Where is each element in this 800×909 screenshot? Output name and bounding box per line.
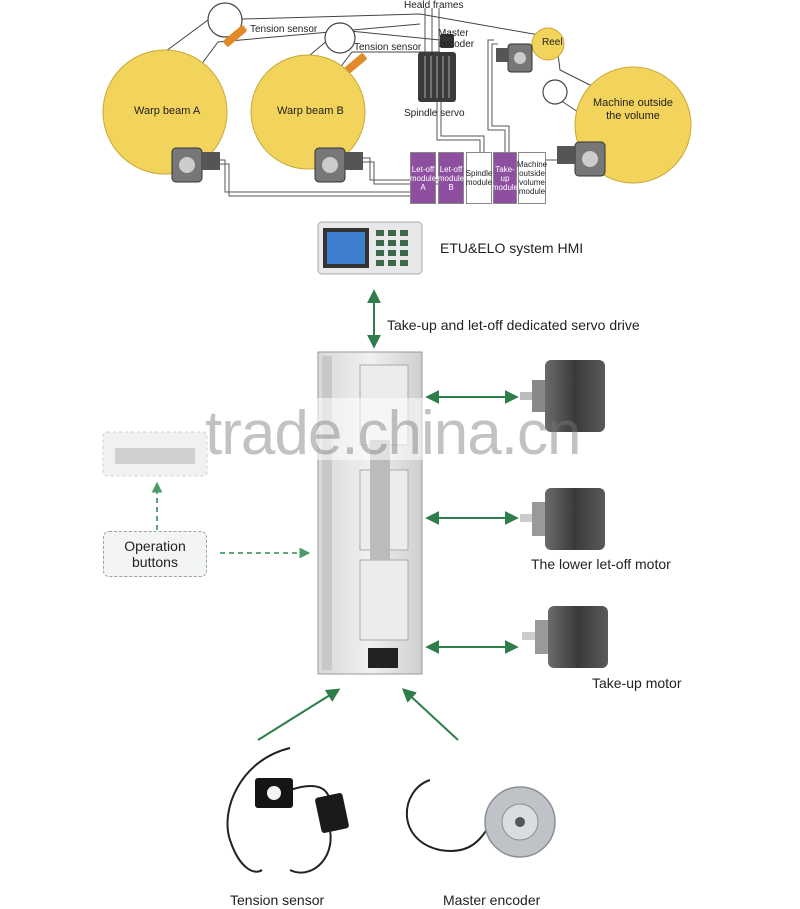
master-encoder-label-line1: Master <box>438 28 469 39</box>
warp-beam-b <box>250 54 366 170</box>
master-encoder-label-line2: encoder <box>438 39 475 50</box>
guide-roller-1 <box>207 2 243 38</box>
warp-beam-b-label: Warp beam B <box>277 105 344 117</box>
lower-let-off-motor-label: The lower let-off motor <box>531 556 671 572</box>
tension-sensor-drive-arrow <box>257 688 341 741</box>
operation-buttons-line1: Operation <box>124 538 186 554</box>
operation-buttons-line2: buttons <box>132 554 178 570</box>
take-up-motor-label: Take-up motor <box>592 675 682 691</box>
master-encoder-device-icon <box>405 779 556 858</box>
servo-motor-icon-reel <box>496 43 533 73</box>
servo-motor-icon-b <box>314 147 363 183</box>
hmi-label: ETU&ELO system HMI <box>440 240 584 256</box>
tension-sensor-mark-1 <box>223 25 247 47</box>
warp-beam-a-label: Warp beam A <box>134 105 201 117</box>
servo-motor-icon-machine-outside <box>557 141 606 177</box>
machine-outside-label-line1: Machine outside <box>592 97 674 109</box>
upper-let-off-motor-icon <box>520 360 605 432</box>
reel <box>531 27 565 61</box>
guide-roller-2 <box>324 22 356 54</box>
tension-sensor-device-icon <box>226 747 349 874</box>
spindle-servo-icon <box>418 52 456 102</box>
tension-sensor-label-2: Tension sensor <box>354 42 422 53</box>
heald-frames <box>424 8 440 60</box>
guide-roller-3 <box>542 79 568 105</box>
heald-frames-label: Heald frames <box>404 0 464 11</box>
warp-beam-a <box>102 49 228 175</box>
master-encoder-drive-arrow <box>401 688 459 741</box>
watermark-band <box>300 398 560 460</box>
blurred-button-panel <box>102 431 208 477</box>
servo-motor-icon-a <box>171 147 220 183</box>
lower-let-off-motor-icon <box>520 488 605 550</box>
master-encoder-icon-small <box>440 34 454 48</box>
tension-sensor-mark-2 <box>343 53 367 75</box>
machine-outside-label-line2: the volume <box>606 110 660 122</box>
watermark-text: trade.china.cn <box>205 399 581 468</box>
hmi-panel <box>317 221 423 275</box>
tension-sensor-bottom-label: Tension sensor <box>230 892 325 908</box>
drive-label: Take-up and let-off dedicated servo driv… <box>387 317 640 333</box>
reel-label: Reel <box>542 37 563 48</box>
master-encoder-bottom-label: Master encoder <box>443 892 541 908</box>
loom-schematic <box>102 2 692 201</box>
take-up-motor-icon <box>522 606 608 668</box>
tension-sensor-label-1: Tension sensor <box>250 24 318 35</box>
spindle-servo-label: Spindle servo <box>404 108 465 119</box>
